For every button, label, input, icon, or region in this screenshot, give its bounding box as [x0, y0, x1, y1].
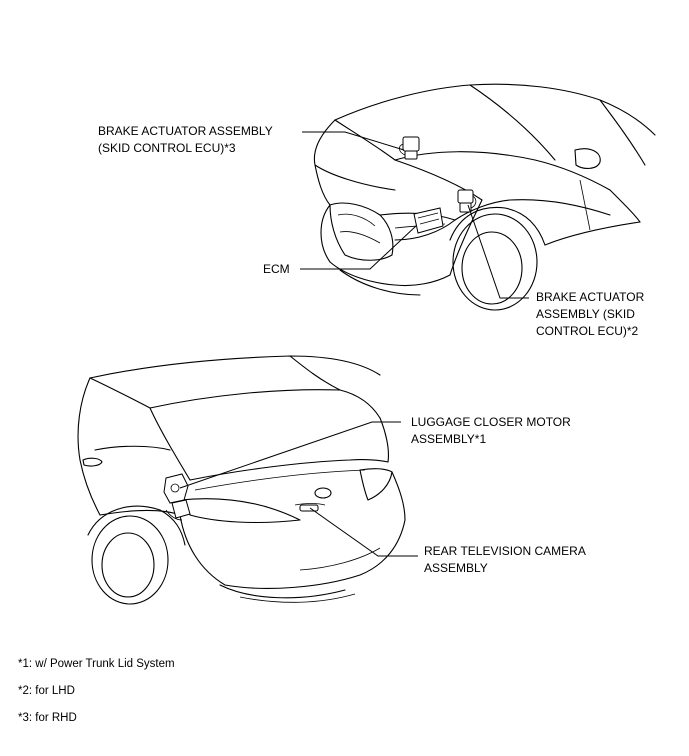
luggage-closer-label: LUGGAGE CLOSER MOTOR ASSEMBLY*1	[411, 414, 571, 448]
rear-camera-part	[299, 504, 319, 512]
brake-actuator-lhd-label: BRAKE ACTUATOR ASSEMBLY (SKID CONTROL EC…	[536, 289, 644, 340]
rear-camera-label: REAR TELEVISION CAMERA ASSEMBLY	[424, 543, 586, 577]
brake-actuator-rhd-label: BRAKE ACTUATOR ASSEMBLY (SKID CONTROL EC…	[98, 123, 273, 157]
brake-actuator-lhd-label-line2: ASSEMBLY (SKID	[536, 307, 635, 321]
brake-actuator-lhd-label-line1: BRAKE ACTUATOR	[536, 290, 645, 304]
luggage-closer-label-line1: LUGGAGE CLOSER MOTOR	[411, 415, 571, 429]
luggage-closer-motor-part	[163, 473, 191, 521]
footnote-2: *2: for LHD	[18, 685, 75, 697]
ecm-part	[413, 207, 444, 234]
brake-actuator-lhd-part	[457, 189, 477, 213]
brake-actuator-rhd-part	[399, 136, 420, 160]
rear-camera-label-line1: REAR TELEVISION CAMERA	[424, 544, 586, 558]
ecm-label-line1: ECM	[263, 262, 290, 276]
rear-vehicle-illustration	[77, 355, 406, 605]
brake-actuator-rhd-label-line2: (SKID CONTROL ECU)*3	[98, 141, 236, 155]
rear-camera-label-line2: ASSEMBLY	[424, 561, 488, 575]
front-vehicle-illustration	[313, 83, 656, 311]
ecm-label: ECM	[263, 261, 290, 278]
leader-lines	[179, 131, 529, 557]
footnote-3: *3: for RHD	[18, 712, 77, 724]
footnote-1: *1: w/ Power Trunk Lid System	[18, 658, 175, 670]
luggage-closer-label-line2: ASSEMBLY*1	[411, 432, 487, 446]
brake-actuator-rhd-label-line1: BRAKE ACTUATOR ASSEMBLY	[98, 124, 273, 138]
brake-actuator-lhd-label-line3: CONTROL ECU)*2	[536, 324, 639, 338]
